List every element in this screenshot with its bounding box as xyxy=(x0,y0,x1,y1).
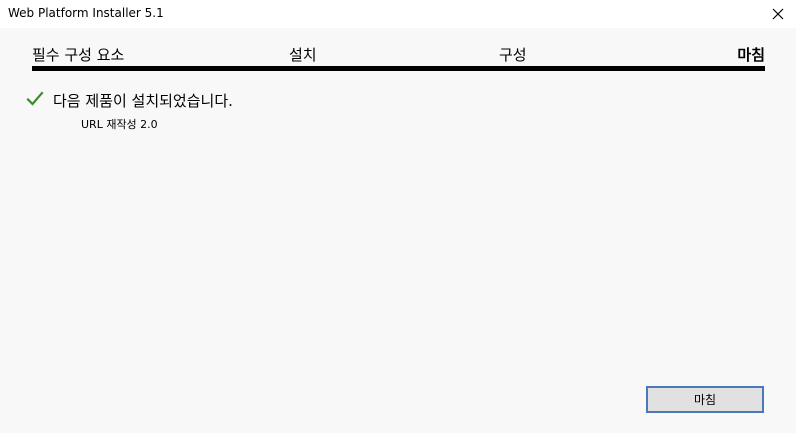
window-title: Web Platform Installer 5.1 xyxy=(8,6,164,20)
title-bar: Web Platform Installer 5.1 xyxy=(0,0,796,28)
close-button[interactable] xyxy=(760,0,796,28)
close-icon xyxy=(772,8,784,20)
step-configure: 구성 xyxy=(499,46,527,64)
wizard-steps: 필수 구성 요소 설치 구성 마침 xyxy=(32,40,765,72)
finish-button[interactable]: 마침 xyxy=(646,386,764,413)
step-install: 설치 xyxy=(289,46,317,64)
list-item: URL 재작성 2.0 xyxy=(81,118,158,131)
checkmark-icon xyxy=(26,91,44,106)
step-progress-bar xyxy=(32,66,765,71)
installed-product-list: URL 재작성 2.0 xyxy=(81,117,158,133)
step-prerequisites: 필수 구성 요소 xyxy=(32,46,125,64)
step-finish: 마침 xyxy=(737,46,765,64)
result-message: 다음 제품이 설치되었습니다. xyxy=(53,92,233,110)
